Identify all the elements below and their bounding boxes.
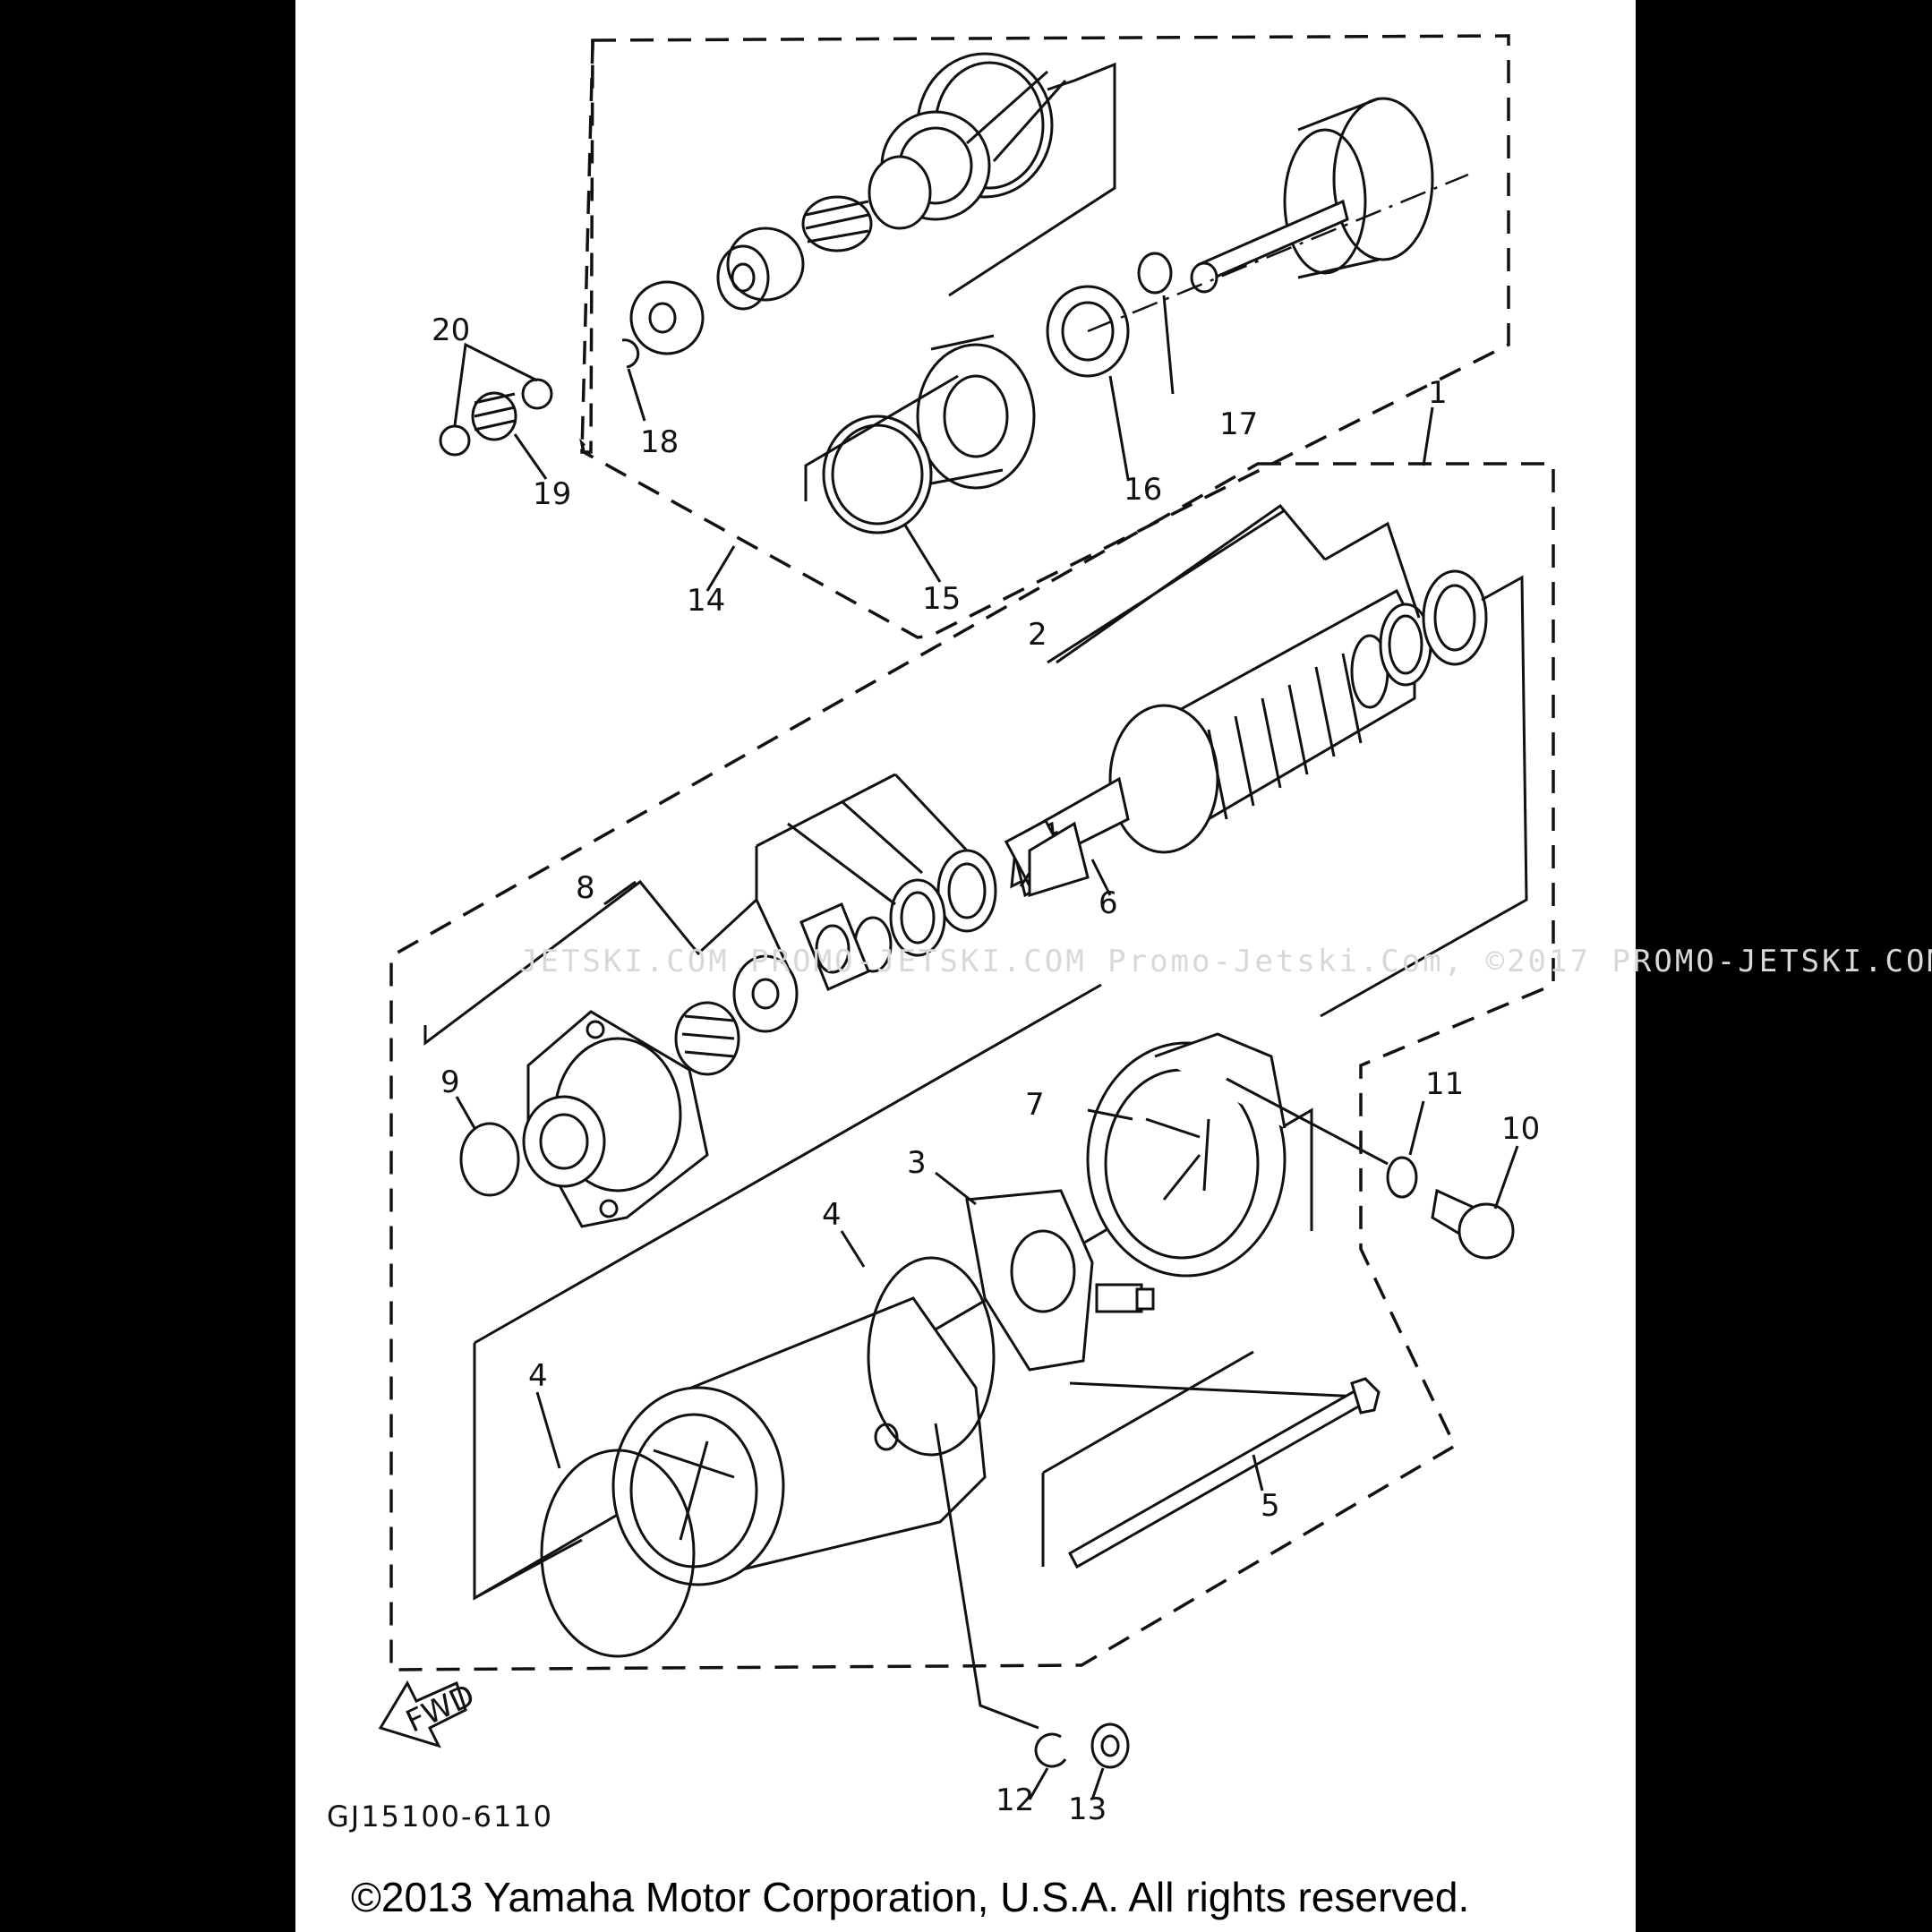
needle-bearing-15 [804,374,959,583]
copyright-notice: ©2013 Yamaha Motor Corporation, U.S.A. A… [351,1874,1469,1920]
retainer-plate-16 [1046,285,1130,480]
leader-20 [453,342,538,426]
callout-14: 14 [687,583,725,619]
leader-7 [1087,1108,1133,1121]
callout-19: 19 [533,476,571,512]
spring-washer-set [439,342,553,480]
callout-18: 18 [640,424,679,460]
brush-holder-3 [935,1171,1155,1372]
callout-8: 8 [576,870,595,906]
callout-4-lower: 4 [528,1358,548,1394]
assembly-outline-14-left [580,40,594,453]
leader-14 [705,545,736,592]
leader-16 [1108,375,1130,480]
leader-9 [455,1096,476,1129]
fwd-label: FWD [401,1678,481,1740]
callout-6: 6 [1099,885,1118,921]
leader-19 [513,433,548,480]
leader-15 [902,523,942,583]
callout-11: 11 [1425,1066,1464,1102]
circlip-17 [1137,252,1173,295]
gasket-4-upper [867,1256,996,1457]
leader-2 [1047,509,1286,664]
washer-11 [1386,1156,1418,1199]
bearing-housing [916,334,1036,490]
leader-12 [1028,1767,1049,1800]
leader-18 [627,368,646,422]
callout-16: 16 [1124,472,1162,508]
armature-washers-right [1320,521,1528,1018]
callout-1: 1 [1428,375,1448,411]
callout-7: 7 [1025,1087,1045,1123]
rear-cover-7 [1086,1032,1287,1278]
leader-11 [1408,1100,1425,1156]
fwd-arrow-icon: FWD [378,1678,481,1748]
front-cover-8 [423,879,758,1228]
leader-13 [1090,1767,1105,1800]
axis-line [1087,173,1469,333]
leader-1 [1422,406,1434,466]
leader-2-a [1056,503,1327,664]
yoke-housing [611,1296,987,1586]
leader-6 [1090,859,1112,896]
o-ring-9 [459,1122,520,1197]
spring-collar-set [629,195,873,355]
leader-17 [1162,295,1175,395]
leader-5 [1252,1454,1264,1492]
through-bolt-5 [1041,1350,1381,1569]
watermark: JETSKI.COM PROMO-JETSKI.COM Promo-Jetski… [519,944,1932,979]
callout-20: 20 [432,312,470,348]
circlip-12 [1034,1732,1067,1768]
leader-12-upper [934,1423,1039,1730]
circlip-18 [621,338,640,369]
gasket-4-lower [540,1449,696,1658]
assembly-outline-14 [579,34,1510,639]
nut-13 [1090,1723,1130,1800]
leader-7-bolt [1226,1077,1389,1166]
leader-4-lower [535,1391,561,1469]
bolt-10 [1431,1145,1519,1260]
callout-17: 17 [1219,406,1258,442]
leader-10 [1493,1145,1519,1210]
callout-12: 12 [996,1782,1034,1818]
pinion-shaft [1190,97,1434,294]
diagram-code: GJ15100-6110 [327,1799,553,1834]
callout-10: 10 [1501,1111,1540,1147]
washer-stack-left [674,773,997,1076]
callout-15: 15 [922,581,961,617]
leader-4-upper [840,1230,866,1268]
drive-gear-assembly [868,52,1116,297]
leader-3 [935,1171,977,1206]
bracket-upper [474,983,1102,1345]
callout-3: 3 [907,1145,927,1181]
callout-13: 13 [1068,1791,1107,1827]
callout-2: 2 [1028,617,1047,653]
assembly-outline-1 [389,462,1555,1671]
armature-shaft-nose [1028,821,1090,898]
callout-5: 5 [1261,1488,1280,1524]
callout-9: 9 [440,1064,460,1100]
callout-4-upper: 4 [822,1197,842,1233]
